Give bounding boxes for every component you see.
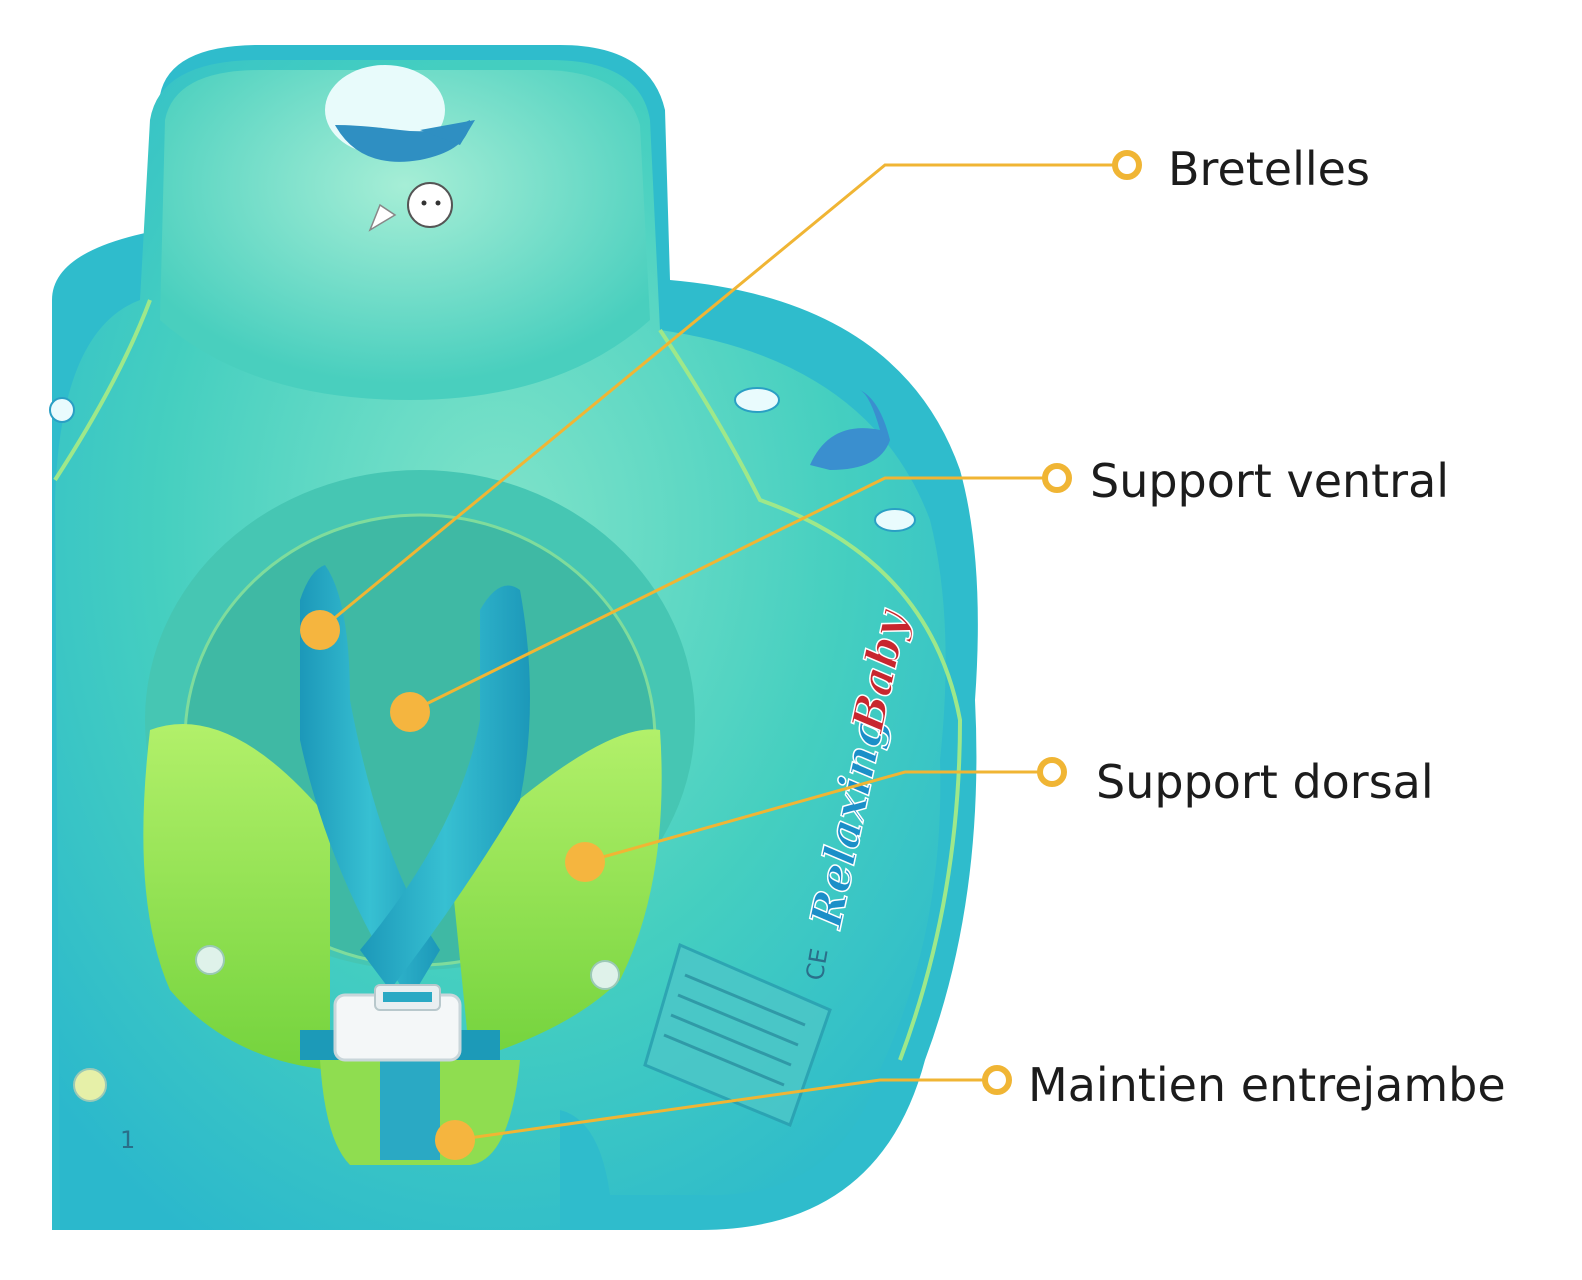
size-mark: 1 xyxy=(120,1126,135,1154)
seat-left-wing xyxy=(143,724,330,1070)
valve-icon xyxy=(73,945,620,1102)
callout-label-support-ventral: Support ventral xyxy=(1090,454,1450,508)
callout-line-support-dorsal xyxy=(584,770,1050,864)
seam-line xyxy=(53,299,963,1061)
callout-dot-bretelles xyxy=(300,610,340,650)
callout-end-rings xyxy=(982,150,1142,1095)
callout-ring-support-dorsal xyxy=(1037,757,1067,787)
sticker-text-lines xyxy=(663,973,806,1087)
ce-mark: CE xyxy=(801,946,834,982)
strap-right xyxy=(360,585,530,990)
buckle-slot xyxy=(383,992,432,1002)
cloud-icon xyxy=(49,387,916,532)
callout-line-bretelles xyxy=(319,163,1125,632)
logo-word-baby: Baby xyxy=(842,603,918,738)
warning-label-sticker xyxy=(643,942,832,1127)
callout-label-bretelles: Bretelles xyxy=(1168,142,1370,196)
callout-dot-support-ventral xyxy=(390,692,430,732)
callout-dot-maintien-entrejambe xyxy=(435,1120,475,1160)
callout-label-maintien-entrejambe: Maintien entrejambe xyxy=(1028,1058,1506,1112)
whale-icon xyxy=(810,390,890,470)
whale-boy-illustration xyxy=(325,65,475,232)
callout-line-support-ventral xyxy=(409,476,1055,714)
callout-dot-support-dorsal xyxy=(565,842,605,882)
callout-ring-support-ventral xyxy=(1042,463,1072,493)
callout-markers xyxy=(300,610,605,1160)
headrest xyxy=(160,70,650,400)
callout-ring-bretelles xyxy=(1112,150,1142,180)
callout-label-support-dorsal: Support dorsal xyxy=(1096,755,1434,809)
callout-ring-maintien-entrejambe xyxy=(982,1065,1012,1095)
callout-lines xyxy=(319,163,1125,1142)
callout-line-maintien-entrejambe xyxy=(454,1078,995,1142)
